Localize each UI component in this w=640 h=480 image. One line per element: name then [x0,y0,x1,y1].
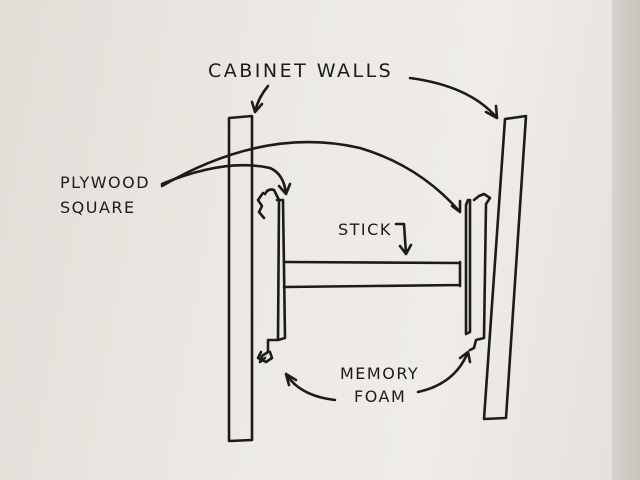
stick [282,260,462,289]
left-memory-foam [256,191,274,364]
arrow-plywood-right [160,140,462,214]
right-cabinet-wall [482,114,528,421]
label-memory-line1: MEMORY [340,364,420,383]
paper-edge [612,0,640,480]
label-cabinet-walls: CABINET WALLS [208,60,394,82]
label-plywood-line1: PLYWOOD [60,173,151,192]
left-cabinet-wall [227,114,254,443]
arrow-plywood-left [160,163,292,196]
label-memory-line2: FOAM [354,387,407,406]
arrow-walls-left [250,84,270,114]
arrow-walls-right [408,76,499,120]
right-plywood-square [464,192,492,352]
left-plywood-square [258,188,287,364]
label-stick: STICK [338,220,392,239]
arrow-foam-left [284,372,337,402]
arrow-stick [394,222,413,256]
label-plywood-line2: SQUARE [60,198,136,217]
arrow-foam-right [416,350,472,394]
